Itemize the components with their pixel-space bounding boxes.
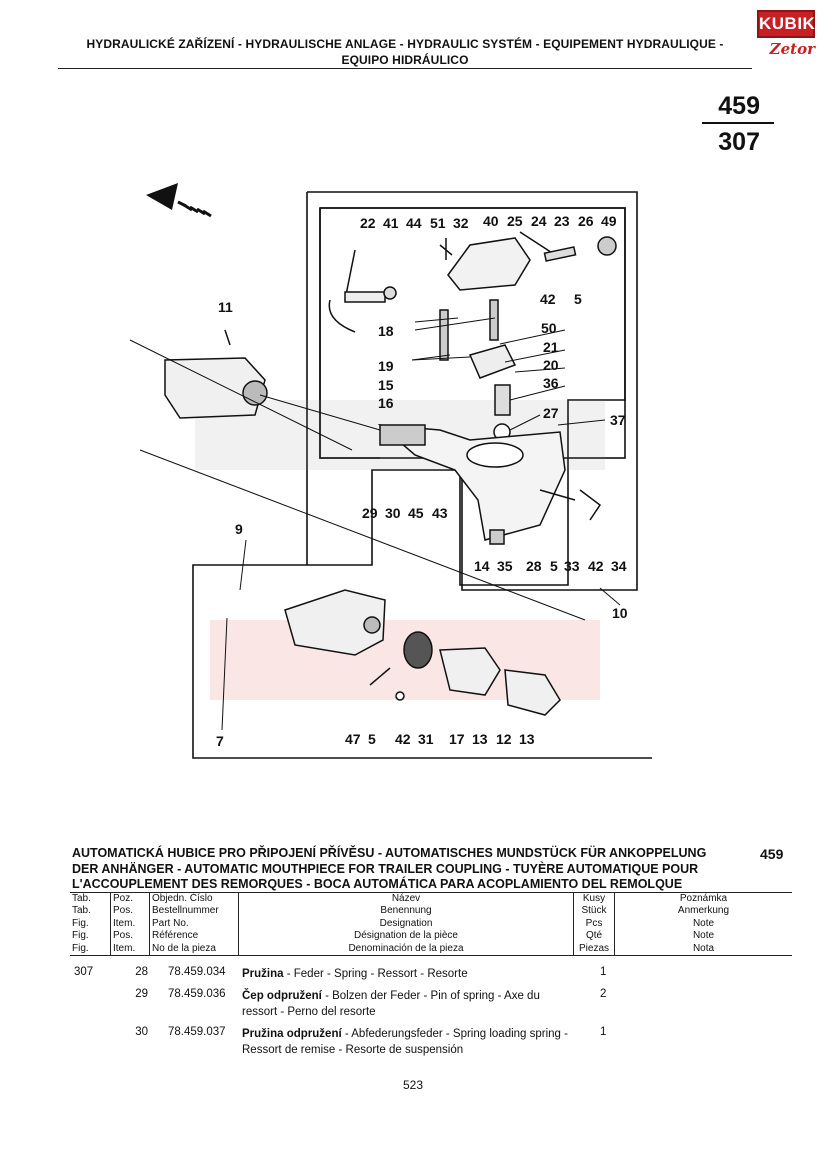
header-line-1: HYDRAULICKÉ ZAŘÍZENÍ - HYDRAULISCHE ANLA…	[86, 37, 724, 51]
callout-45: 45	[408, 505, 424, 521]
upper-parts	[328, 231, 617, 545]
callout-5a: 5	[574, 291, 582, 307]
parts-table-header: Tab. Tab. Fig. Fig. Fig. Poz. Pos. Item.…	[70, 891, 792, 957]
callout-35: 35	[497, 558, 513, 574]
callout-19: 19	[378, 358, 394, 374]
callout-22: 22	[360, 215, 376, 231]
callout-41: 41	[383, 215, 399, 231]
table-number: 307	[718, 128, 760, 156]
leader-lines	[129, 317, 621, 731]
callout-42c: 42	[395, 731, 411, 747]
col-poz: Poz. Pos. Item. Pos. Item.	[110, 891, 150, 957]
callout-36: 36	[543, 375, 559, 391]
callout-12: 12	[496, 731, 512, 747]
row-qty: 2	[600, 988, 607, 1000]
exploded-parts-diagram: 22 41 44 51 32 40 25 24 23 26 49 42 5 18…	[129, 183, 652, 759]
callout-34: 34	[611, 558, 627, 574]
bracket-upper	[164, 329, 268, 419]
callout-16: 16	[378, 395, 394, 411]
callout-49: 49	[601, 213, 617, 229]
callout-42b: 42	[588, 558, 604, 574]
callout-47: 47	[345, 731, 361, 747]
row-name: Čep odpružení - Bolzen der Feder - Pin o…	[242, 990, 540, 1018]
callout-13a: 13	[472, 731, 488, 747]
callout-25: 25	[507, 213, 523, 229]
group-number: 459	[718, 92, 760, 120]
row-qty: 1	[600, 966, 607, 978]
callout-18: 18	[378, 323, 394, 339]
page-number: 523	[402, 1078, 424, 1092]
callout-28: 28	[526, 558, 542, 574]
page-header: HYDRAULICKÉ ZAŘÍZENÍ - HYDRAULISCHE ANLA…	[60, 36, 750, 68]
col-name: Název Benennung Designation Désignation …	[238, 891, 574, 957]
callout-31: 31	[418, 731, 434, 747]
callout-11: 11	[218, 299, 233, 315]
callout-13b: 13	[519, 731, 535, 747]
logo-sub: Zetor	[769, 40, 815, 58]
lower-parts	[284, 589, 561, 716]
row-name: Pružina - Feder - Spring - Ressort - Res…	[242, 968, 468, 980]
callout-44: 44	[406, 215, 422, 231]
col-tab: Tab. Tab. Fig. Fig. Fig.	[70, 891, 111, 957]
section-title-line-3: L'ACCOUPLEMENT DES REMORQUES - BOCA AUTO…	[72, 877, 683, 891]
callout-27: 27	[543, 405, 559, 421]
section-title-line-2: DER ANHÄNGER - AUTOMATIC MOUTHPIECE FOR …	[72, 861, 699, 876]
callout-17: 17	[449, 731, 465, 747]
row-order-no: 78.459.034	[168, 966, 226, 978]
callout-10: 10	[612, 605, 628, 621]
callout-32: 32	[453, 215, 469, 231]
callout-21: 21	[543, 339, 559, 355]
row-poz: 29	[135, 988, 148, 1000]
row-qty: 1	[600, 1026, 607, 1038]
col-note: Poznámka Anmerkung Note Note Nota	[614, 891, 792, 957]
callout-24: 24	[531, 213, 547, 229]
callout-labels: 22 41 44 51 32 40 25 24 23 26 49 42 5 18…	[216, 213, 628, 749]
callout-23: 23	[554, 213, 570, 229]
logo-brand: KUBIK	[757, 10, 815, 38]
row-order-no: 78.459.037	[168, 1026, 226, 1038]
callout-5c: 5	[368, 731, 376, 747]
callout-20: 20	[543, 357, 559, 373]
row-tab: 307	[74, 966, 94, 978]
callout-7: 7	[216, 733, 224, 749]
row-poz: 30	[135, 1026, 148, 1038]
section-title-line-1: AUTOMATICKÁ HUBICE PRO PŘIPOJENÍ PŘÍVĚSU…	[72, 846, 707, 860]
callout-26: 26	[578, 213, 594, 229]
header-rule	[58, 68, 752, 69]
callout-42a: 42	[540, 291, 556, 307]
row-name: Pružina odpružení - Abfederungsfeder - S…	[242, 1028, 568, 1056]
header-line-2: EQUIPO HIDRÁULICO	[341, 53, 469, 67]
callout-14: 14	[474, 558, 490, 574]
section-number: 459	[760, 846, 784, 862]
callout-29: 29	[362, 505, 378, 521]
callout-30: 30	[385, 505, 401, 521]
callout-51: 51	[430, 215, 446, 231]
col-qty: Kusy Stück Pcs Qté Piezas	[573, 891, 615, 957]
kubik-zetor-logo: KUBIK Zetor	[757, 10, 815, 58]
callout-50: 50	[541, 320, 557, 336]
col-order-no: Objedn. Číslo Bestellnummer Part No. Réf…	[149, 891, 239, 957]
row-poz: 28	[135, 966, 148, 978]
row-order-no: 78.459.036	[168, 988, 226, 1000]
direction-arrow-icon	[146, 183, 212, 218]
callout-15: 15	[378, 377, 394, 393]
callout-33: 33	[564, 558, 580, 574]
callout-9: 9	[235, 521, 243, 537]
callout-37: 37	[610, 412, 626, 428]
callout-5b: 5	[550, 558, 558, 574]
callout-43: 43	[432, 505, 448, 521]
callout-40: 40	[483, 213, 499, 229]
section-title: AUTOMATICKÁ HUBICE PRO PŘIPOJENÍ PŘÍVĚSU…	[72, 846, 752, 893]
group-divider	[702, 122, 774, 124]
